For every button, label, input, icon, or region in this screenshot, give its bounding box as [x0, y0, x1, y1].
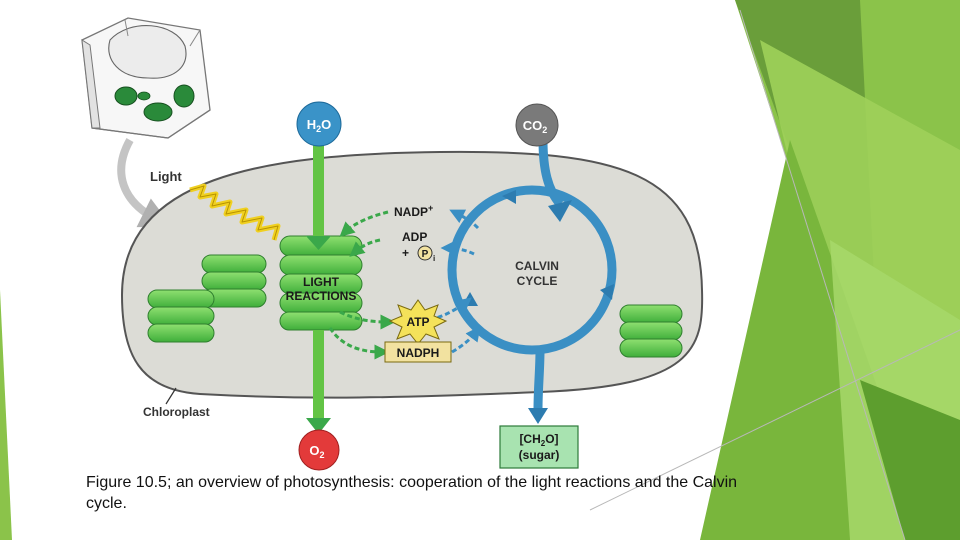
figure-caption: Figure 10.5; an overview of photosynthes… — [86, 474, 738, 512]
water-main-text: H — [307, 117, 316, 132]
adp-label: ADP — [402, 230, 427, 244]
nadph-box — [384, 341, 452, 363]
phosphate-symbol: P — [422, 249, 429, 260]
oxygen-sub-text: 2 — [320, 450, 325, 460]
calvin-cycle-line1: CALVIN — [515, 259, 559, 273]
sugar-sub-text: 2 — [541, 439, 546, 448]
nadp-plus-label: NADP+ — [394, 203, 433, 219]
light-label: Light — [150, 169, 182, 184]
co2-main-text: CO — [523, 118, 543, 133]
nadp-main-text: NADP — [394, 205, 428, 219]
sugar-post-text: O] — [545, 432, 558, 446]
chloroplast-label: Chloroplast — [143, 405, 210, 419]
co2-circle — [515, 103, 559, 147]
sugar-pre-text: [CH — [519, 432, 540, 446]
oxygen-main-text: O — [309, 443, 319, 458]
co2-sub-text: 2 — [542, 125, 547, 135]
nadp-sup-text: + — [428, 203, 433, 213]
phosphate-subscript: i — [433, 254, 435, 263]
grana-right — [619, 304, 683, 358]
atp-label: ATP — [406, 315, 429, 329]
co2-label: CO2 — [523, 118, 548, 135]
sugar-label-line1: [CH2O] — [519, 432, 558, 448]
grana-left-front — [147, 289, 215, 343]
light-reactions-line1: LIGHT — [303, 275, 340, 289]
light-bolts — [189, 183, 281, 241]
nadph-label: NADPH — [397, 346, 440, 360]
calvin-cycle-line2: CYCLE — [517, 274, 558, 288]
magnify-arrow — [117, 138, 173, 228]
water-to-oxygen-flow — [306, 140, 331, 434]
grana-center — [279, 235, 363, 331]
sugar-label-line2: (sugar) — [519, 448, 560, 462]
water-label: H2O — [307, 117, 332, 134]
calvin-cycle-ring — [447, 139, 617, 424]
oxygen-circle — [298, 429, 340, 471]
light-reactions-line2: REACTIONS — [286, 289, 357, 303]
water-tail-text: O — [321, 117, 331, 132]
water-circle — [296, 101, 342, 147]
grana-left-back — [201, 254, 267, 308]
cell-illustration — [81, 17, 211, 139]
plus-sign: + — [402, 246, 409, 260]
sugar-box — [499, 425, 579, 469]
chloroplast-pointer — [165, 387, 177, 405]
oxygen-label: O2 — [309, 443, 324, 460]
water-sub-text: 2 — [316, 124, 321, 134]
phosphate-icon — [417, 245, 433, 261]
